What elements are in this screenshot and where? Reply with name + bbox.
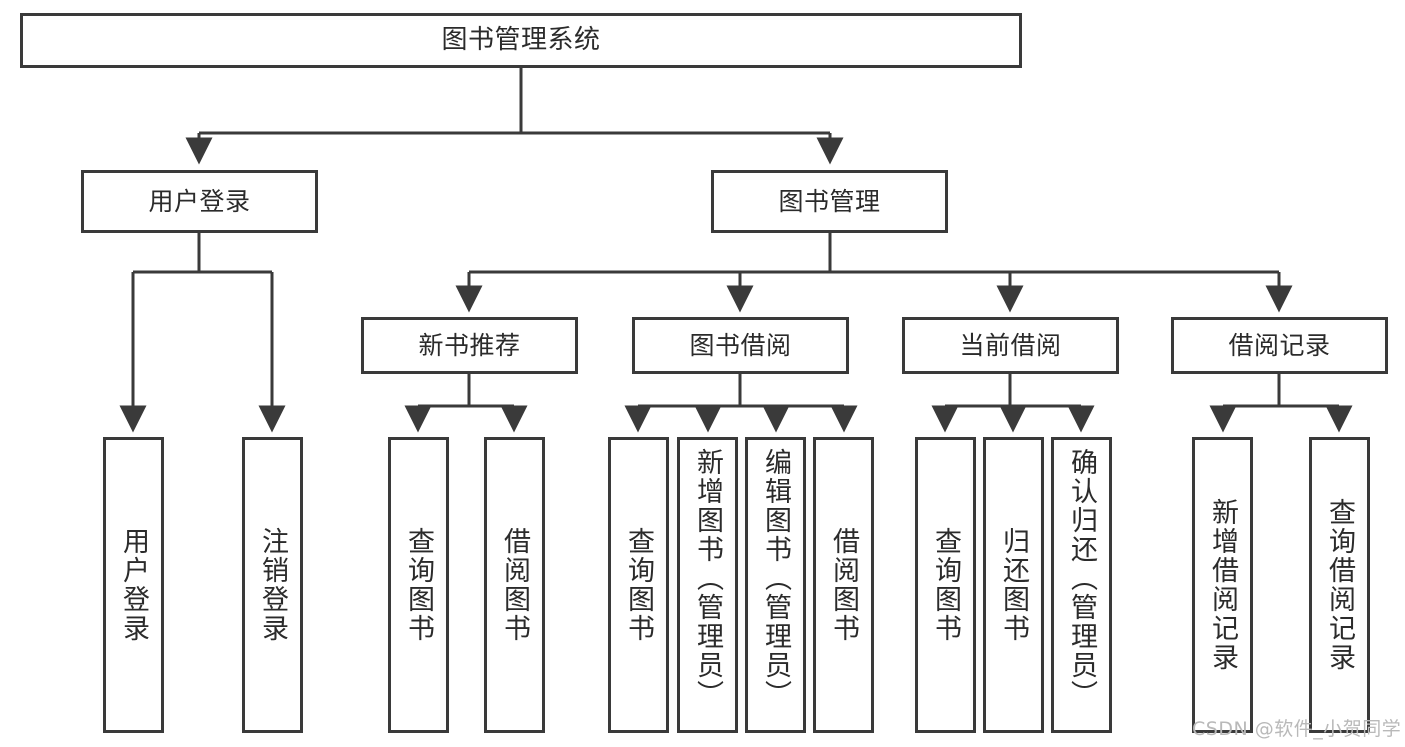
node-root[interactable]: 图书管理系统: [20, 13, 1022, 68]
node-borrow-record[interactable]: 借阅记录: [1171, 317, 1388, 374]
node-book-borrow-label: 图书借阅: [689, 330, 792, 360]
node-book-manage[interactable]: 图书管理: [711, 170, 948, 233]
leaf-query-record-label: 查询借阅记录: [1324, 498, 1355, 672]
node-book-borrow[interactable]: 图书借阅: [632, 317, 849, 374]
leaf-confirm-return[interactable]: 确认归还（管理员）: [1051, 437, 1112, 733]
leaf-user-logout-label: 注销登录: [257, 527, 288, 643]
node-current-borrow-label: 当前借阅: [959, 330, 1062, 360]
leaf-add-record[interactable]: 新增借阅记录: [1192, 437, 1253, 733]
node-user-login[interactable]: 用户登录: [81, 170, 318, 233]
node-new-book-recommend-label: 新书推荐: [418, 330, 521, 360]
node-current-borrow[interactable]: 当前借阅: [902, 317, 1119, 374]
leaf-borrow-book-1-label: 借阅图书: [499, 527, 530, 643]
leaf-user-login[interactable]: 用户登录: [103, 437, 164, 733]
leaf-user-login-label: 用户登录: [118, 527, 149, 643]
leaf-user-logout[interactable]: 注销登录: [242, 437, 303, 733]
leaf-return-book-label: 归还图书: [998, 527, 1029, 643]
leaf-confirm-return-label: 确认归还（管理员）: [1066, 448, 1097, 709]
leaf-query-book-1-label: 查询图书: [403, 527, 434, 643]
leaf-query-book-2-label: 查询图书: [623, 527, 654, 643]
leaf-query-book-2[interactable]: 查询图书: [608, 437, 669, 733]
leaf-add-book-label: 新增图书（管理员）: [692, 448, 723, 709]
leaf-add-book[interactable]: 新增图书（管理员）: [677, 437, 738, 733]
leaf-borrow-book-2-label: 借阅图书: [828, 527, 859, 643]
leaf-borrow-book-2[interactable]: 借阅图书: [813, 437, 874, 733]
leaf-query-book-3-label: 查询图书: [930, 527, 961, 643]
leaf-borrow-book-1[interactable]: 借阅图书: [484, 437, 545, 733]
leaf-return-book[interactable]: 归还图书: [983, 437, 1044, 733]
csdn-watermark: CSDN @软件_小贺同学: [1192, 718, 1402, 740]
node-book-manage-label: 图书管理: [778, 186, 881, 216]
node-borrow-record-label: 借阅记录: [1228, 330, 1331, 360]
leaf-query-book-1[interactable]: 查询图书: [388, 437, 449, 733]
leaf-query-record[interactable]: 查询借阅记录: [1309, 437, 1370, 733]
node-user-login-label: 用户登录: [148, 186, 251, 216]
leaf-query-book-3[interactable]: 查询图书: [915, 437, 976, 733]
leaf-add-record-label: 新增借阅记录: [1207, 498, 1238, 672]
leaf-edit-book[interactable]: 编辑图书（管理员）: [745, 437, 806, 733]
node-new-book-recommend[interactable]: 新书推荐: [361, 317, 578, 374]
node-root-label: 图书管理系统: [441, 25, 601, 56]
leaf-edit-book-label: 编辑图书（管理员）: [760, 448, 791, 709]
